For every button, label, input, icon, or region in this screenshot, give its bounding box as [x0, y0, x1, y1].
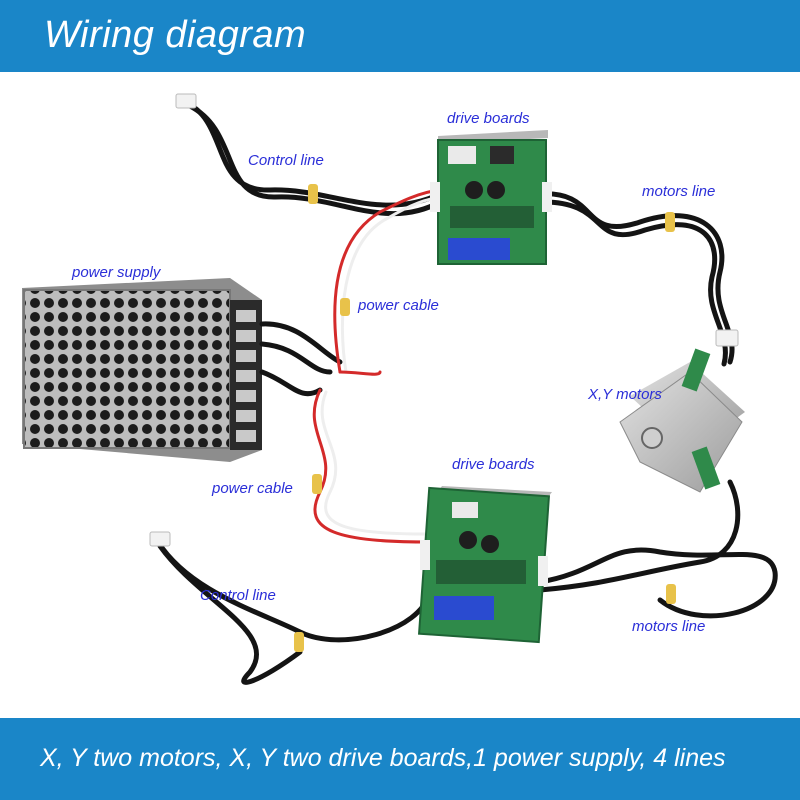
drive-board-bottom	[417, 486, 552, 644]
cable-ties	[294, 184, 676, 652]
label-drive-boards-top: drive boards	[447, 110, 530, 127]
power-supply	[22, 278, 262, 462]
diagram-area: Control line drive boards motors line po…	[0, 72, 800, 718]
label-control-line-bottom: Control line	[200, 587, 276, 604]
label-control-line-top: Control line	[248, 152, 324, 169]
power-wires	[312, 168, 442, 544]
connectors	[149, 93, 739, 547]
wiring-illustration	[22, 93, 778, 685]
label-xy-motors: X,Y motors	[588, 386, 662, 403]
page-title: Wiring diagram	[44, 14, 307, 56]
label-power-supply: power supply	[72, 264, 161, 281]
xy-motors	[619, 348, 745, 493]
label-motors-line-top: motors line	[642, 183, 716, 200]
black-wires	[155, 99, 778, 685]
label-power-cable-bottom: power cable	[212, 480, 293, 497]
label-motors-line-bottom: motors line	[632, 618, 706, 635]
label-drive-boards-bottom: drive boards	[452, 456, 535, 473]
drive-board-top	[430, 130, 552, 265]
label-power-cable-top: power cable	[358, 297, 439, 314]
footer-banner: X, Y two motors, X, Y two drive boards,1…	[0, 718, 800, 800]
header-banner: Wiring diagram	[0, 0, 800, 72]
footer-caption: X, Y two motors, X, Y two drive boards,1…	[40, 744, 726, 772]
